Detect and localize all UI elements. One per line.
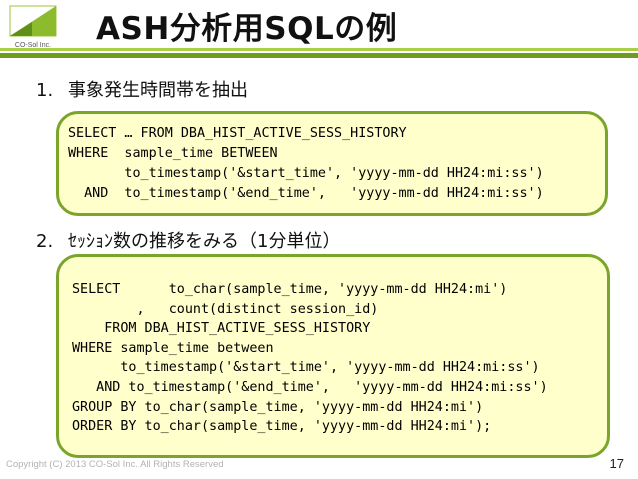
title-divider [0,48,638,58]
sql-code-block-1: SELECT … FROM DBA_HIST_ACTIVE_SESS_HISTO… [56,111,608,216]
company-logo: CO-Sol Inc. [2,2,72,54]
section-1-number: 1. [36,80,54,101]
section-1-text: 事象発生時間帯を抽出 [68,80,248,101]
sql-code-block-2: SELECT to_char(sample_time, 'yyyy-mm-dd … [56,254,610,458]
page-number: 17 [609,456,624,471]
sql-code-1: SELECT … FROM DBA_HIST_ACTIVE_SESS_HISTO… [68,126,544,201]
section-1-heading: 1. 事象発生時間帯を抽出 [36,76,248,102]
slide-title: ASH分析用SQLの例 [96,11,398,47]
logo-text: CO-Sol Inc. [15,42,51,49]
copyright-footer: Copyright (C) 2013 CO-Sol Inc. All Right… [6,459,224,470]
section-2-text: ｾｯｼｮﾝ数の推移をみる（1分単位） [68,231,341,252]
section-2-number: 2. [36,231,54,252]
sql-code-2: SELECT to_char(sample_time, 'yyyy-mm-dd … [72,282,548,435]
section-2-heading: 2. ｾｯｼｮﾝ数の推移をみる（1分単位） [36,227,340,253]
